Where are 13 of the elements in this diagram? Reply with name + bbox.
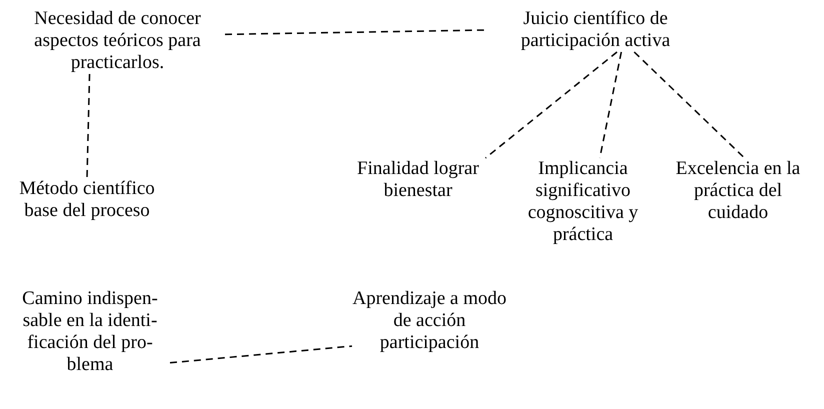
dashed-connector xyxy=(485,51,618,159)
dashed-connector xyxy=(86,74,90,178)
node-text: Finalidad lograr bienestar xyxy=(356,158,480,202)
node-text: Juicio científico de participación activa xyxy=(520,8,672,52)
dashed-connector xyxy=(170,345,352,364)
node-text: Excelencia en la práctica del cuidado xyxy=(674,158,802,224)
node-text: Camino indispen- sable en la identi- ficación del pro- blema xyxy=(21,288,159,376)
dashed-connector xyxy=(599,52,622,158)
node-text: Necesidad de conocer aspectos teóricos para practicarlos. xyxy=(33,8,202,74)
node-text: Método científico base del proceso xyxy=(18,178,156,222)
node-text: Aprendizaje a modo de acción participación xyxy=(352,288,507,354)
dashed-connector xyxy=(634,51,746,159)
node-text: Implicancia significativo cognoscitiva y práctica xyxy=(526,158,640,246)
